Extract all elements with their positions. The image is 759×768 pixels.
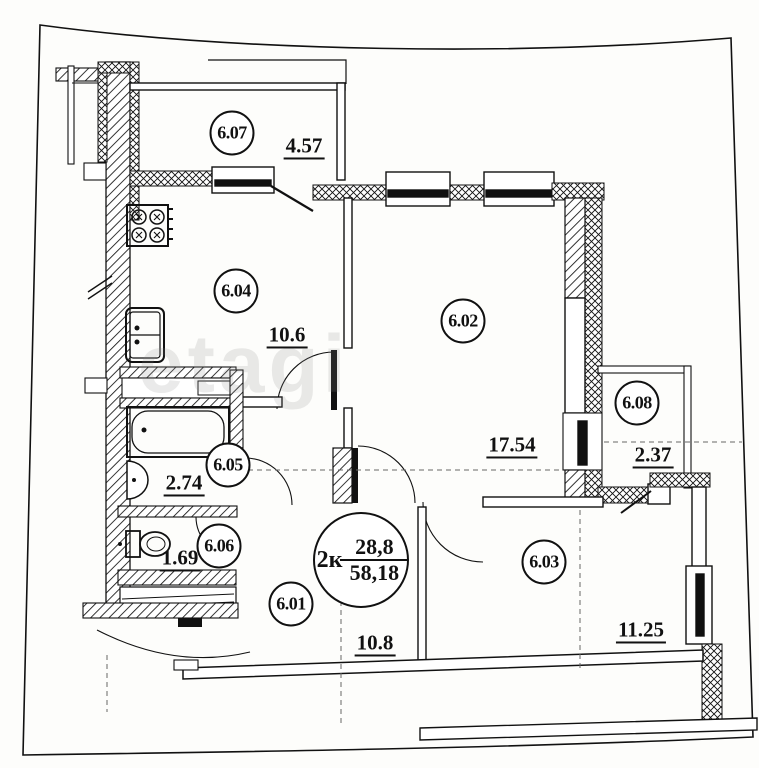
apartment-total-area: 58,18 [349,560,400,586]
watermark: etagi [138,319,350,410]
apartment-type-label: 2к [316,546,343,573]
room-area-6-07: 4.57 [283,134,325,160]
room-area-6-04: 10.6 [266,323,308,349]
room-number-6-07: 6.07 [209,110,255,156]
apartment-living-area: 28,8 [355,533,394,559]
room-number-6-08: 6.08 [614,380,660,426]
room-area-6-06: 1.69 [159,546,201,572]
room-number-6-01: 6.01 [268,581,314,627]
room-area-6-05: 2.74 [163,471,205,497]
room-number-6-03: 6.03 [521,539,567,585]
room-number-6-02: 6.02 [440,298,486,344]
apartment-area-fraction: 28,8 58,18 [340,533,409,586]
room-number-6-05: 6.05 [205,442,251,488]
room-area-6-01: 10.8 [354,631,396,657]
room-area-6-02: 17.54 [486,433,538,459]
room-area-6-08: 2.37 [632,443,674,469]
room-area-6-03: 11.25 [615,618,667,644]
apartment-summary-badge: 2к 28,8 58,18 [313,512,409,608]
room-number-6-04: 6.04 [213,268,259,314]
fraction-bar [340,558,409,562]
room-number-6-06: 6.06 [196,523,242,569]
